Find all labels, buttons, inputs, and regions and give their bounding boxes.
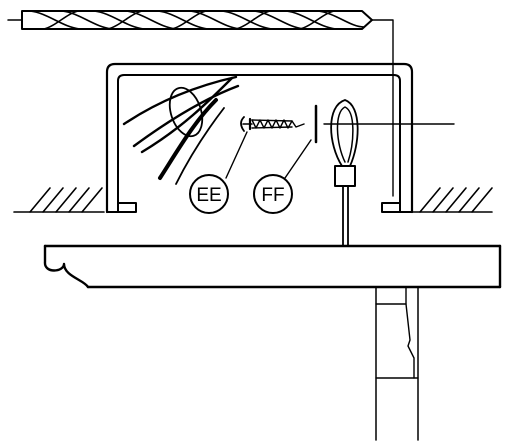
- label-ff: FF: [261, 185, 284, 206]
- ceiling-hatch-left: [13, 187, 105, 213]
- beam: [43, 244, 502, 289]
- support-post: [375, 286, 419, 441]
- screw: [240, 116, 305, 132]
- wire-bundle: [122, 75, 240, 185]
- drill-bit: [7, 10, 394, 197]
- ceiling-hatch-right: [411, 187, 493, 213]
- wire-tie-loop: [168, 86, 204, 138]
- cable-loop: [330, 99, 359, 247]
- callout-ff: FF: [253, 139, 312, 214]
- electrical-box: [105, 62, 414, 214]
- label-ee: EE: [196, 185, 221, 206]
- callout-ee: EE: [189, 131, 248, 214]
